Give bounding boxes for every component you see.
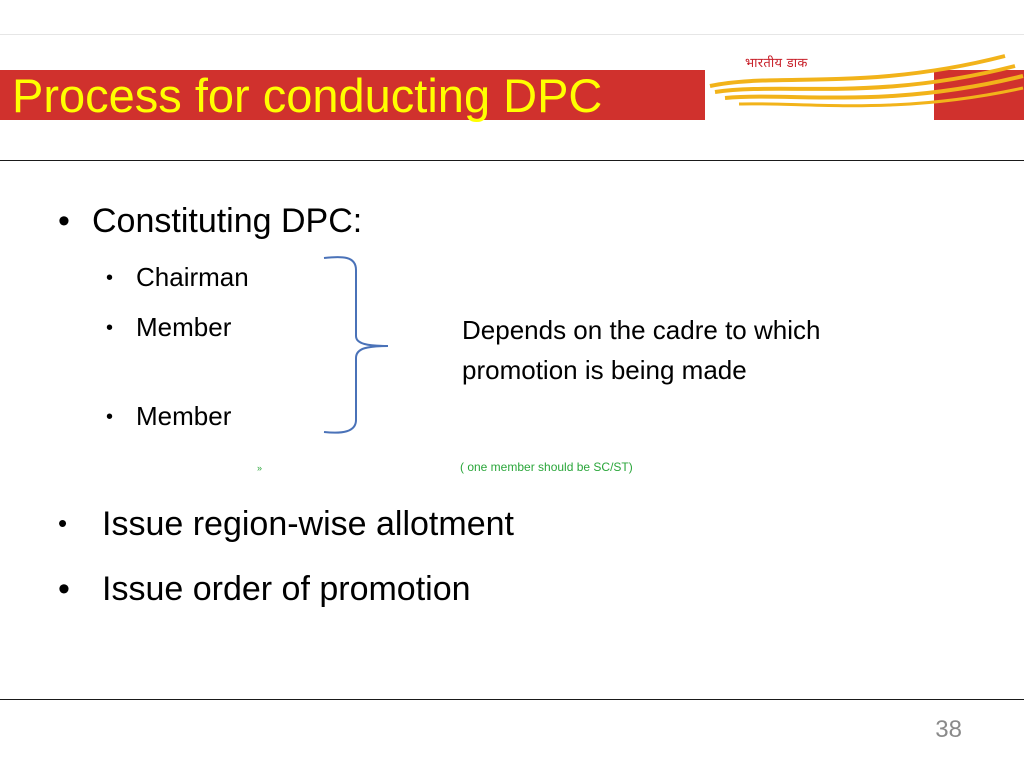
brace-note: Depends on the cadre to which promotion … [462, 310, 922, 390]
page-title: Process for conducting DPC [12, 69, 603, 122]
sub-bullet-text: Member [136, 401, 232, 431]
sub-bullet-chairman: • Chairman [106, 261, 249, 294]
right-brace-icon [323, 256, 389, 434]
bullet-text: Issue region-wise allotment [102, 505, 514, 543]
brace-note-line-1: Depends on the cadre to which [462, 315, 821, 345]
bullet-icon: • [58, 508, 68, 538]
bullet-region-allotment: • Issue region-wise allotment [58, 503, 514, 544]
bullet-icon: • [58, 202, 70, 240]
sub-bullet-text: Member [136, 312, 232, 342]
bullet-text: Issue order of promotion [102, 570, 471, 608]
sub-bullet-member-2: • Member [106, 400, 231, 433]
page-number: 38 [935, 716, 962, 743]
sub-bullet-text: Chairman [136, 262, 249, 292]
bullet-icon: • [106, 406, 114, 428]
header-divider [0, 160, 1024, 161]
logo-stripes-icon [705, 42, 1024, 120]
top-divider [0, 34, 1024, 35]
sub-bullet-member-1: • Member [106, 311, 231, 344]
bullet-order-of-promotion: • Issue order of promotion [58, 569, 471, 609]
bullet-text: Constituting DPC: [92, 202, 363, 240]
bullet-icon: • [58, 570, 70, 608]
logo-text: भारतीय डाक [745, 56, 808, 71]
bullet-constituting-dpc: • Constituting DPC: [58, 201, 362, 241]
india-post-logo: भारतीय डाक [705, 42, 1024, 120]
brace-note-line-2: promotion is being made [462, 355, 747, 385]
small-arrow-icon: » [257, 463, 263, 473]
bullet-icon: • [106, 267, 114, 289]
bullet-icon: • [106, 317, 114, 339]
footer-divider [0, 699, 1024, 700]
sc-st-note: ( one member should be SC/ST) [460, 460, 633, 474]
